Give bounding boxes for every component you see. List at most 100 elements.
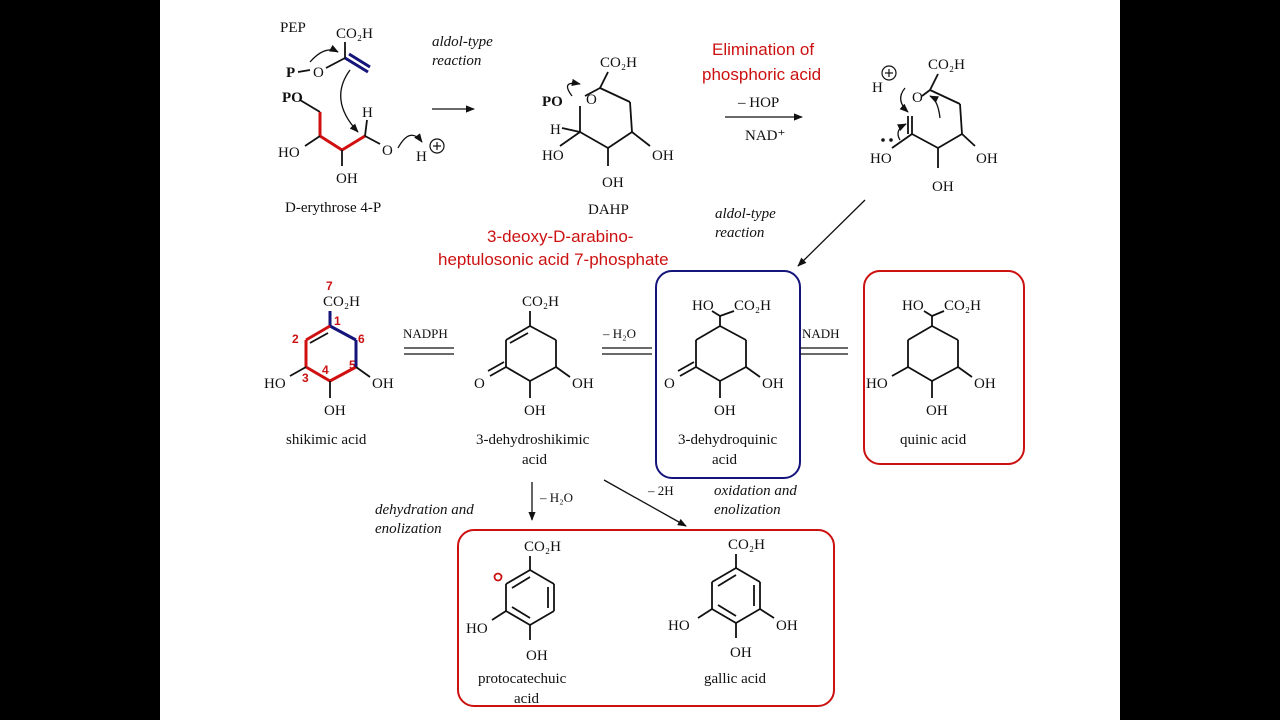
qa-ho-top-label: HO <box>902 298 924 314</box>
d-erythrose-name: D-erythrose 4-P <box>285 200 381 216</box>
nad-plus-label: NAD⁺ <box>745 128 785 144</box>
carbon-number-1: 1 <box>334 314 341 328</box>
qa-co2h-label: CO₂H <box>944 298 981 314</box>
dehydroshikimic-acid-structure: CO₂H O OH OH 3-dehydroshikimic acid <box>474 294 594 468</box>
enol-proton-h-label: H <box>872 80 883 96</box>
quinic-acid-structure: HO CO₂H HO OH OH quinic acid <box>866 298 996 448</box>
dhs-name-1: 3-dehydroshikimic <box>476 432 590 448</box>
pep-co2h-label: CO₂H <box>336 26 373 42</box>
qa-ho-left-label: HO <box>866 376 888 392</box>
pep-p-label: P <box>286 65 295 81</box>
dahp-co2h-label: CO₂H <box>600 55 637 71</box>
pca-ho-label: HO <box>466 621 488 637</box>
dahp-fullname-line1: 3-deoxy-D-arabino- <box>487 227 633 246</box>
gallic-acid-name: gallic acid <box>704 671 767 687</box>
proton-h-label: H <box>416 149 427 165</box>
ga-oh-bottom-label: OH <box>730 645 752 661</box>
gallic-acid-structure: CO₂H HO OH OH gallic acid <box>668 537 798 687</box>
dhq-ho-top-label: HO <box>692 298 714 314</box>
elimination-label-2: phosphoric acid <box>702 65 821 84</box>
shikimic-oh-bottom-label: OH <box>324 403 346 419</box>
oxidation-arrow <box>603 479 687 527</box>
pep-label: PEP <box>280 20 306 36</box>
carbon-number-2: 2 <box>292 332 299 346</box>
erythrose-po-label: PO <box>282 90 303 106</box>
aromatic-products-box <box>457 529 835 707</box>
shikimic-oh-right-label: OH <box>372 376 394 392</box>
enol-ho-label: HO <box>870 151 892 167</box>
pca-oh-bottom-label: OH <box>526 648 548 664</box>
dahp-h-label: H <box>550 122 561 138</box>
dhq-name-2: acid <box>712 452 737 468</box>
dhq-name-1: 3-dehydroquinic <box>678 432 777 448</box>
dahp-ho-left-label: HO <box>542 148 564 164</box>
dhs-oh-right-label: OH <box>572 376 594 392</box>
aldol-label-1a: aldol-type <box>432 34 493 50</box>
shikimate-pathway-diagram: PEP CO₂H P O PO H O HO OH H D-erythrose … <box>264 20 1025 707</box>
shikimic-ho-label: HO <box>264 376 286 392</box>
quinic-box <box>863 270 1025 465</box>
dahp-ketone-o-label: O <box>586 92 597 108</box>
pca-co2h-label: CO₂H <box>524 539 561 555</box>
ga-co2h-label: CO₂H <box>728 537 765 553</box>
dehydration-label-1: dehydration and <box>375 502 474 518</box>
protocatechuic-acid-structure: CO₂H HO OH protocatechuic acid <box>466 539 567 707</box>
erythrose-ho-label: HO <box>278 145 300 161</box>
elimination-label-1: Elimination of <box>712 40 814 59</box>
dhs-ketone-o-label: O <box>474 376 485 392</box>
minus-2h-label: – 2H <box>647 483 674 498</box>
oxidation-label-2: enolization <box>714 502 781 518</box>
dahp-oh-bottom-label: OH <box>602 175 624 191</box>
dhs-co2h-label: CO₂H <box>522 294 559 310</box>
aldol-arrow-2 <box>797 199 866 267</box>
dahp-po-label: PO <box>542 94 563 110</box>
dhs-oh-bottom-label: OH <box>524 403 546 419</box>
enol-oh-right-label: OH <box>976 151 998 167</box>
ga-oh-right-label: OH <box>776 618 798 634</box>
dehydroquinic-acid-structure: HO CO₂H O OH OH 3-dehydroquinic acid <box>664 298 784 468</box>
quinic-acid-name: quinic acid <box>900 432 967 448</box>
pca-name-2: acid <box>514 691 539 707</box>
shikimic-acid-structure: 7 CO₂H 1 6 2 3 4 5 HO OH OH shikimic aci… <box>264 279 394 448</box>
enol-intermediate-structure: H CO₂H O OH OH HO <box>870 57 998 195</box>
aldol-label-2a: aldol-type <box>715 206 776 222</box>
dhs-name-2: acid <box>522 452 547 468</box>
aldehyde-h-label: H <box>362 105 373 121</box>
enol-co2h-label: CO₂H <box>928 57 965 73</box>
pep-o-label: O <box>313 65 324 81</box>
nadph-label: NADPH <box>403 326 448 341</box>
carbon-number-5: 5 <box>349 358 356 372</box>
dahp-fullname-line2: heptulosonic acid 7-phosphate <box>438 250 669 269</box>
erythrose-oh-label: OH <box>336 171 358 187</box>
carbon-number-4: 4 <box>322 363 329 377</box>
dehydroquinic-box <box>655 270 801 479</box>
aldol-label-1b: reaction <box>432 53 481 69</box>
minus-h2o-label: – H₂O <box>602 326 636 341</box>
qa-oh-bottom-label: OH <box>926 403 948 419</box>
pca-name-1: protocatechuic <box>478 671 567 687</box>
pep-erythrose-structure: PEP CO₂H P O PO H O HO OH H D-erythrose … <box>278 20 445 216</box>
dhq-ketone-o-label: O <box>664 376 675 392</box>
enol-o-label: O <box>912 90 923 106</box>
ga-ho-left-label: HO <box>668 618 690 634</box>
carbon-number-3: 3 <box>302 371 309 385</box>
dehydration-label-2: enolization <box>375 521 442 537</box>
minus-hop-label: – HOP <box>737 95 779 111</box>
shikimic-co2h-label: CO₂H <box>323 294 360 310</box>
aldehyde-o-label: O <box>382 143 393 159</box>
nadh-label: NADH <box>802 326 840 341</box>
dahp-oh-right-label: OH <box>652 148 674 164</box>
dhq-oh-bottom-label: OH <box>714 403 736 419</box>
minus-h2o-down-label: – H₂O <box>539 490 573 505</box>
carbon-number-6: 6 <box>358 332 365 346</box>
cursor-marker-icon <box>493 572 503 582</box>
aldol-label-2b: reaction <box>715 225 764 241</box>
carbon-number-7: 7 <box>326 279 333 293</box>
dhq-co2h-label: CO₂H <box>734 298 771 314</box>
dahp-structure: CO₂H O OH OH HO H PO DAHP <box>542 55 674 218</box>
dhq-oh-right-label: OH <box>762 376 784 392</box>
dahp-name: DAHP <box>588 202 629 218</box>
shikimic-acid-name: shikimic acid <box>286 432 367 448</box>
qa-oh-right-label: OH <box>974 376 996 392</box>
oxidation-label-1: oxidation and <box>714 483 797 499</box>
